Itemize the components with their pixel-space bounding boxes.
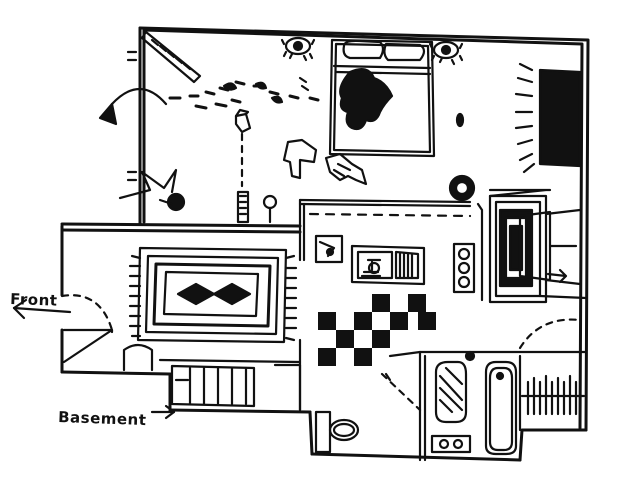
front-label: Front (10, 290, 58, 310)
path-line (308, 212, 472, 218)
right-arrow-icon (150, 404, 176, 420)
entry-stool (122, 343, 154, 372)
basement-label: Basement (58, 408, 147, 429)
outer-walls (60, 26, 590, 462)
clothes-pile (282, 138, 368, 186)
bathtub (464, 350, 518, 456)
tv (518, 208, 582, 286)
bathroom-door (380, 372, 422, 412)
floor-object (455, 112, 465, 128)
toilet (314, 410, 360, 454)
nightstand-lamp-right (428, 40, 464, 66)
dresser (514, 62, 582, 174)
floor-lamp (448, 174, 476, 202)
curved-arrow-icon (98, 88, 168, 126)
plant (118, 168, 186, 212)
window-marks (126, 50, 138, 182)
bath-sink (430, 360, 472, 454)
front-door (60, 294, 114, 364)
closet (520, 374, 586, 416)
sink (350, 244, 426, 286)
rug (128, 246, 298, 344)
desk-items (236, 190, 278, 224)
bed-blanket-splotch (339, 67, 394, 131)
checkered-floor (318, 294, 436, 366)
closet-door (518, 318, 582, 350)
stove (452, 242, 476, 294)
nightstand-lamp-left (280, 36, 316, 62)
stairs (170, 364, 256, 408)
left-arrow-icon (12, 298, 72, 320)
floor-clutter (168, 76, 320, 188)
bed (328, 38, 436, 158)
interior-walls (158, 198, 588, 462)
coffee-maker (314, 234, 344, 264)
skateboard (140, 30, 202, 84)
